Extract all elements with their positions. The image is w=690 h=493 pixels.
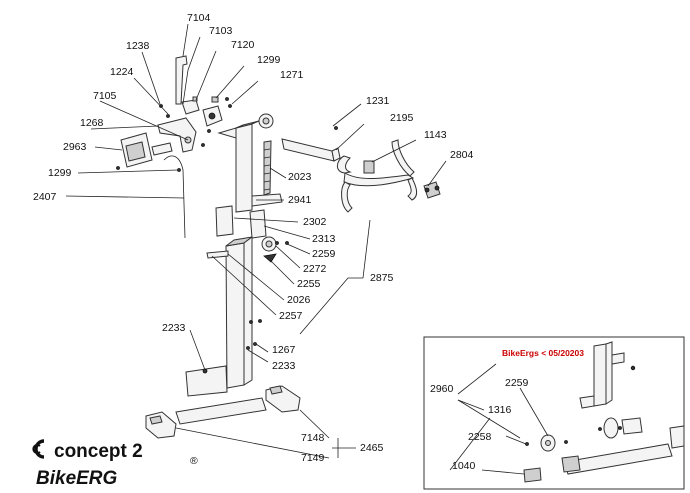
- part-2963-monitor: [120, 132, 173, 168]
- label-2960: 2960: [430, 383, 454, 395]
- brand-registered: ®: [190, 455, 198, 467]
- part-2259-knob: [261, 236, 289, 263]
- label-1316: 1316: [488, 404, 512, 416]
- label-2257: 2257: [279, 310, 303, 322]
- small-screws: [116, 97, 232, 172]
- label-1231: 1231: [366, 95, 390, 107]
- label-2023: 2023: [288, 171, 312, 183]
- brand-logo: concept 2 ® BikeERG: [32, 439, 198, 489]
- label-1224: 1224: [110, 66, 134, 78]
- label-1268: 1268: [80, 117, 104, 129]
- part-pulley-top: [258, 113, 338, 130]
- label-2259a: 2259: [312, 248, 336, 260]
- label-7148: 7148: [301, 432, 325, 444]
- inset-panel: BikeErgs < 05/20203 2960 2259 1316 2258 …: [423, 336, 685, 490]
- brand-product: BikeERG: [36, 468, 118, 489]
- part-lower-mast: [185, 236, 262, 397]
- label-2302: 2302: [303, 216, 327, 228]
- part-2195-bar: [281, 138, 341, 162]
- label-2963: 2963: [63, 141, 87, 153]
- part-7120-pivot: [181, 96, 223, 127]
- label-7103: 7103: [209, 25, 233, 37]
- brand-company: concept 2: [54, 441, 143, 462]
- label-2272: 2272: [303, 263, 327, 275]
- label-1299b: 1299: [48, 167, 72, 179]
- part-7148-foot: [265, 385, 301, 413]
- part-7149-foot: [145, 397, 267, 439]
- label-7149: 7149: [301, 452, 325, 464]
- label-7105: 7105: [93, 90, 117, 102]
- label-1238: 1238: [126, 40, 150, 52]
- inset-note: BikeErgs < 05/20203: [502, 348, 584, 358]
- label-2026: 2026: [287, 294, 311, 306]
- label-7104: 7104: [187, 12, 211, 24]
- label-1040: 1040: [452, 460, 476, 472]
- part-2804-clamp: [423, 181, 441, 199]
- part-2023-rack: [263, 140, 272, 196]
- label-2258: 2258: [468, 431, 492, 443]
- label-2941: 2941: [288, 194, 312, 206]
- callout-labels: 7104 7103 1238 7120 1299 1224 1271 7105 …: [33, 12, 474, 464]
- label-2259b: 2259: [505, 377, 529, 389]
- part-7104-bracket: [175, 55, 188, 105]
- label-2407: 2407: [33, 191, 57, 203]
- part-mast-upper: [217, 120, 260, 213]
- label-2313: 2313: [312, 233, 336, 245]
- label-2875: 2875: [370, 272, 394, 284]
- label-2233a: 2233: [162, 322, 186, 334]
- label-2255: 2255: [297, 278, 321, 290]
- leader-lines: [65, 23, 447, 459]
- label-2195: 2195: [390, 112, 414, 124]
- part-1143-handlebar: [336, 139, 418, 213]
- concept2-logo-mark: [32, 439, 45, 459]
- label-2804: 2804: [450, 149, 474, 161]
- label-1271: 1271: [280, 69, 304, 81]
- label-1267: 1267: [272, 344, 296, 356]
- label-1143: 1143: [424, 129, 447, 141]
- part-2302-plates: [215, 205, 267, 239]
- label-7120: 7120: [231, 39, 255, 51]
- label-1299a: 1299: [257, 54, 281, 66]
- cable-2407: [163, 155, 186, 239]
- label-2233b: 2233: [272, 360, 296, 372]
- label-2465: 2465: [360, 442, 384, 454]
